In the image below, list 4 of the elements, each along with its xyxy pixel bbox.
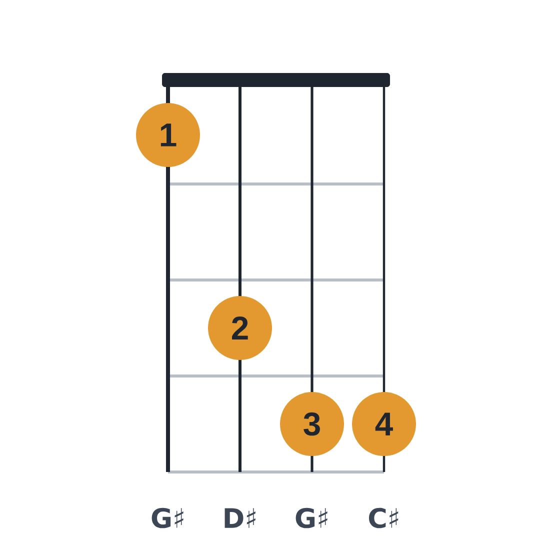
string-name: D♯ xyxy=(224,508,256,528)
string-name: G♯ xyxy=(152,508,184,528)
string-name: C♯ xyxy=(368,508,398,528)
string-name: G♯ xyxy=(296,508,328,528)
